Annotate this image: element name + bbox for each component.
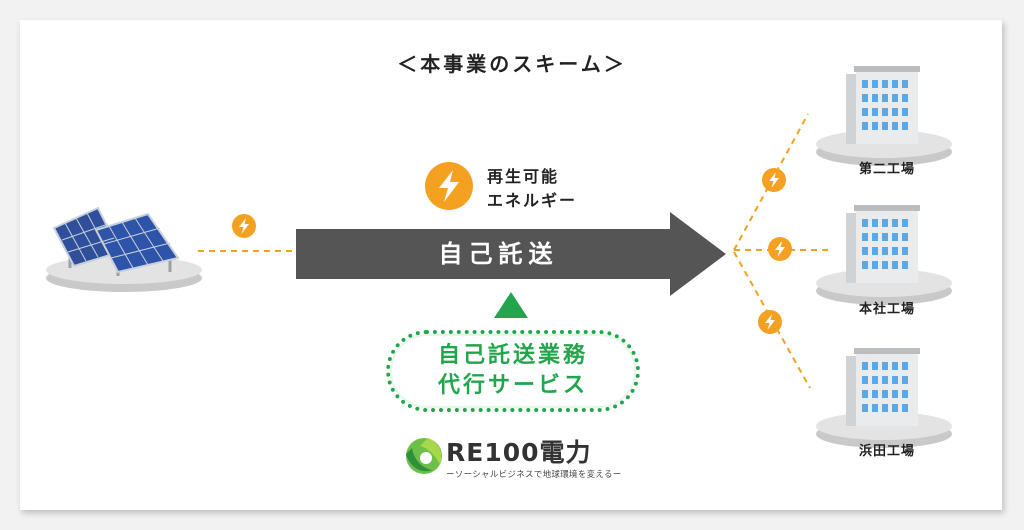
factory-label-hamada: 浜田工場 [858, 444, 915, 459]
energy-line-2: エネルギー [487, 191, 578, 210]
lightning-bolt-icon [758, 310, 782, 334]
brand-tagline: ーソーシャルビジネスで地球環境を変えるー [446, 470, 622, 480]
self-wheeling-label: 自己託送 [438, 240, 559, 268]
self-wheeling-arrow [296, 212, 726, 296]
energy-line-1: 再生可能 [487, 167, 560, 186]
re100-leaf-logo [406, 438, 442, 474]
brand-name: RE100電力 [446, 438, 592, 467]
support-triangle [494, 292, 528, 318]
factory-building-icon [816, 348, 952, 448]
renewable-energy-label: 再生可能 エネルギー [487, 165, 577, 213]
factory-label-honsha: 本社工場 [858, 302, 915, 317]
service-box: 自己託送業務 代行サービス [386, 330, 640, 412]
service-line-2: 代行サービス [437, 373, 588, 398]
scheme-title: ＜本事業のスキーム＞ [397, 52, 627, 76]
lightning-bolt-icon [768, 237, 792, 261]
lightning-bolt-icon [762, 168, 786, 192]
factory-label-daini: 第二工場 [858, 162, 915, 177]
service-line-1: 自己託送業務 [437, 343, 588, 368]
factory-building-icon [816, 205, 952, 305]
solar-panel-icon [46, 206, 202, 292]
factory-building-icon [816, 66, 952, 166]
lightning-bolt-icon [232, 214, 256, 238]
lightning-bolt-icon [425, 162, 473, 210]
